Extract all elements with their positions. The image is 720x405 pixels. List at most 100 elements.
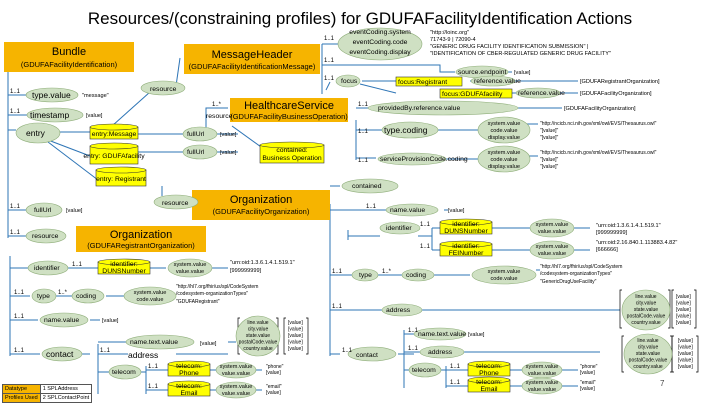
svg-text:system.value: system.value [220,364,253,370]
svg-text:1..1: 1..1 [332,304,343,310]
legend-item-address: 1 SPLAddress [39,384,93,394]
legend-header-profiles: Profiles Used [2,393,41,403]
registrant-name-oval [39,312,89,328]
healthcare-labels: 1..1 providedBy.reference.value [GDUFAFa… [262,102,656,170]
svg-text:1..1: 1..1 [10,204,21,210]
svg-text:(GDUFAFacilityOrganization): (GDUFAFacilityOrganization) [213,207,310,216]
address-field-label: postalCode.value [239,340,278,346]
svg-text:1..1: 1..1 [100,348,111,354]
svg-text:"GDUFARegistrant": "GDUFARegistrant" [176,299,220,305]
svg-text:"http://hl7.org/fhir/us/spl/Co: "http://hl7.org/fhir/us/spl/CodeSystem [540,264,622,270]
facility-fei-values-oval [529,240,575,260]
svg-text:system.value: system.value [174,262,207,268]
address-field-value: [value] [288,320,303,326]
svg-text:value.value: value.value [528,387,556,393]
svg-text:system.value: system.value [488,150,521,156]
registrant-coding-values-oval [123,286,177,306]
bundle-timestamp-oval [26,107,84,123]
svg-text:1..1: 1..1 [148,384,159,390]
svg-text:coding: coding [76,293,96,300]
legend-item-contactpoint: 2 SPLContactPoint [39,393,93,403]
svg-text:contact: contact [46,349,74,359]
svg-text:[GDUFARegistrantOrganization]: [GDUFARegistrantOrganization] [580,79,660,85]
svg-text:telecom:: telecom: [476,363,502,370]
svg-text:display.value: display.value [488,164,520,170]
facility-address-oval [381,303,423,317]
svg-text:name.value: name.value [390,207,425,214]
svg-text:[GDUFAFacilityOrganization]: [GDUFAFacilityOrganization] [580,91,652,97]
address-field-label: line.value [635,294,656,300]
svg-text:(GDUFAFacilityIdentificationMe: (GDUFAFacilityIdentificationMessage) [189,62,316,71]
svg-text:/codesystem-organizationTypes": /codesystem-organizationTypes" [540,271,612,277]
facility-duns-values-oval [529,218,575,238]
svg-text:1..1: 1..1 [366,204,377,210]
registrant-duns-cylinder [97,258,151,275]
svg-text:71743-9 | 72090-4: 71743-9 | 72090-4 [430,37,476,43]
svg-text:eventCoding.code: eventCoding.code [353,39,408,46]
svg-text:telecom:: telecom: [476,379,502,386]
svg-text:1..1: 1..1 [14,290,25,296]
healthcare-service-box: HealthcareService (GDUFAFacilityBusiness… [230,98,348,122]
svg-text:entry: Registrant: entry: Registrant [96,176,146,183]
bundle-entry-oval [15,122,61,144]
svg-text:contact: contact [356,352,378,359]
svg-text:Organization: Organization [110,229,172,241]
facility-address-values-oval [621,289,671,331]
bundle-fullurl-oval [25,202,63,218]
svg-text:fullUrl: fullUrl [34,207,52,214]
svg-text:timestamp: timestamp [30,110,69,120]
svg-text:1..1: 1..1 [14,314,25,320]
facility-fei-cylinder [439,240,493,257]
svg-text:display.value: display.value [488,135,520,141]
svg-text:"GenericDrugUseFacility": "GenericDrugUseFacility" [540,279,597,285]
svg-text:[999999999]: [999999999] [596,230,628,236]
svg-text:DUNSNumber: DUNSNumber [102,268,146,275]
svg-text:[666666]: [666666] [596,247,618,253]
svg-text:"http://ncicb.nci.nih.gov/xml/: "http://ncicb.nci.nih.gov/xml/owl/EVS/Th… [540,150,657,156]
svg-text:address: address [386,307,411,314]
bundle-labels: 1..1 type.value "message" 1..1 timestamp… [10,86,237,240]
address-field-value: [value] [678,358,693,364]
address-field-label: line.value [637,338,658,344]
svg-text:reference.value: reference.value [474,78,521,85]
svg-text:"http://hl7.org/fhir/us/spl/Co: "http://hl7.org/fhir/us/spl/CodeSystem [176,284,258,290]
svg-text:1..1: 1..1 [324,58,335,64]
registrant-labels: identifier 1..1 identifier: DUNSNumber s… [14,260,295,397]
svg-text:"email": "email" [266,384,282,390]
registrant-duns-values-oval [167,258,213,278]
registrant-contact-oval [41,346,83,362]
svg-text:code.value: code.value [490,276,517,282]
registrant-name-text-oval [125,334,195,350]
address-field-value: [value] [288,340,303,346]
address-field-label: state.value [636,351,660,357]
facility-duns-cylinder [439,218,493,235]
svg-text:type.coding: type.coding [384,125,428,135]
facility-coding-oval [401,268,435,282]
registrant-email-cylinder [167,380,211,397]
svg-text:telecom: telecom [412,367,436,374]
facility-coding-values-oval [471,265,537,285]
svg-text:1..*: 1..* [58,290,68,296]
address-field-label: country.value [633,364,663,370]
registrant-coding-oval [71,288,105,304]
svg-text:1..1: 1..1 [10,230,21,236]
svg-text:Email: Email [481,386,498,393]
svg-text:1..*: 1..* [212,102,222,108]
registrant-phone-values-oval [215,361,257,379]
svg-text:"urn:oid:1.3.6.1.4.1.519.1": "urn:oid:1.3.6.1.4.1.519.1" [230,260,295,266]
svg-text:system.value: system.value [526,380,559,386]
svg-text:1..*: 1..* [382,269,392,275]
reference-registrant-oval [470,75,516,87]
svg-text:1..1: 1..1 [14,348,25,354]
address-field-value: [value] [678,351,693,357]
svg-text:1..1: 1..1 [420,222,431,228]
svg-text:resource: resource [150,86,177,93]
svg-text:[value]: [value] [580,386,595,392]
svg-text:eventCoding.display: eventCoding.display [349,49,411,56]
facility-contained-oval [341,178,399,194]
address-field-value: [value] [678,338,693,344]
svg-text:"message": "message" [82,93,109,99]
svg-text:fullUrl: fullUrl [187,131,205,138]
registrant-telecom-oval [108,364,142,380]
svg-text:1..1: 1..1 [332,269,343,275]
